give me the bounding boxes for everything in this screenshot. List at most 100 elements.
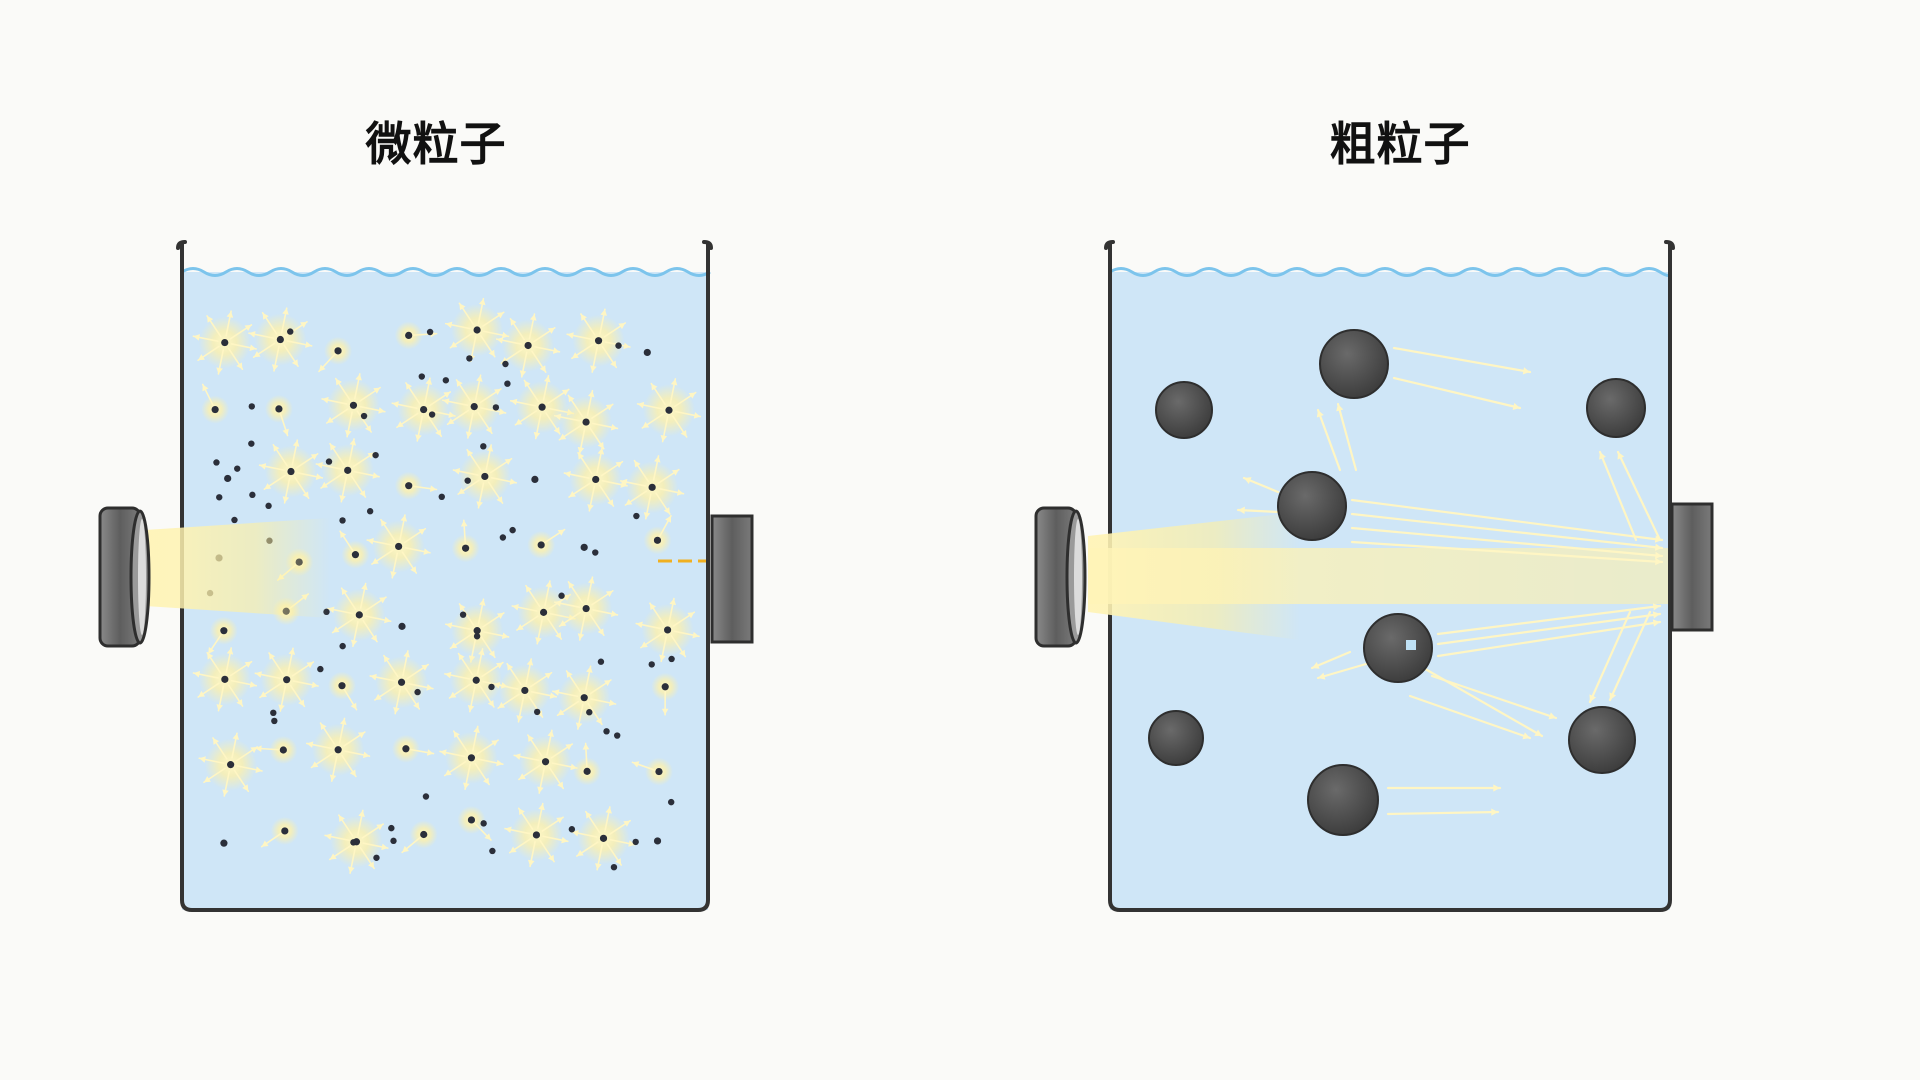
scatter-arrow bbox=[1310, 650, 1352, 670]
fine-particle bbox=[420, 405, 428, 414]
scatter-arrow bbox=[230, 679, 258, 688]
scatter-arrow bbox=[652, 455, 661, 482]
scatter-arrow bbox=[497, 693, 520, 709]
scatter-arrow bbox=[404, 687, 421, 710]
scatter-arrow bbox=[1392, 376, 1522, 411]
scatter-arrow bbox=[476, 648, 485, 675]
scatter-arrow bbox=[608, 819, 631, 836]
scatter-arrow bbox=[401, 833, 425, 854]
fine-particle bbox=[373, 854, 380, 861]
scatter-arrow bbox=[577, 428, 586, 455]
fine-particle bbox=[405, 482, 413, 490]
scatter-arrow bbox=[1350, 512, 1664, 551]
scatter-arrow bbox=[476, 739, 499, 755]
large-particle bbox=[1307, 764, 1379, 836]
fine-particle bbox=[366, 508, 374, 515]
fine-particle bbox=[633, 512, 640, 520]
scatter-arrow bbox=[1608, 610, 1652, 702]
scatter-arrow bbox=[321, 396, 348, 405]
scatter-arrow bbox=[476, 482, 485, 509]
scatter-arrow bbox=[357, 809, 365, 836]
scatter-arrow bbox=[345, 411, 353, 438]
fine-particle bbox=[287, 467, 295, 476]
scatter-arrow bbox=[655, 492, 671, 515]
scatter-arrow bbox=[344, 750, 371, 759]
fine-particle bbox=[610, 863, 618, 871]
fine-particle bbox=[279, 746, 287, 754]
scatter-arrow bbox=[528, 313, 537, 340]
scatter-arrow bbox=[296, 453, 319, 469]
fine-particle bbox=[426, 328, 434, 336]
scatter-arrow bbox=[339, 530, 357, 556]
scatter-arrow bbox=[550, 743, 574, 759]
scatter-arrow bbox=[1616, 450, 1662, 542]
scatter-arrow bbox=[1436, 603, 1662, 636]
scatter-arrow bbox=[487, 481, 504, 504]
scatter-arrow bbox=[334, 377, 351, 401]
scatter-arrow bbox=[449, 633, 473, 650]
scatter-arrow bbox=[1408, 694, 1532, 740]
scatter-arrow bbox=[489, 457, 513, 474]
scatter-arrow bbox=[371, 549, 394, 565]
fine-particle bbox=[603, 728, 610, 735]
scatter-arrow bbox=[229, 324, 253, 340]
scatter-arrow bbox=[576, 841, 599, 857]
scatter-arrow bbox=[445, 622, 472, 631]
fine-particle bbox=[480, 443, 487, 450]
scatter-arrow bbox=[229, 660, 253, 677]
fine-particle bbox=[213, 459, 220, 466]
fine-particle bbox=[211, 405, 219, 414]
fine-particles-layer bbox=[192, 297, 702, 874]
scatter-arrow bbox=[192, 670, 219, 679]
scatter-arrow bbox=[1316, 408, 1342, 472]
scatter-arrow bbox=[254, 745, 285, 752]
scatter-arrow bbox=[1350, 540, 1664, 566]
scatter-arrow bbox=[509, 317, 526, 341]
scatter-arrow bbox=[460, 519, 468, 550]
scatter-arrow bbox=[286, 340, 313, 348]
scatter-arrow bbox=[452, 468, 479, 476]
fine-particle bbox=[470, 402, 478, 411]
scatter-arrow bbox=[619, 478, 647, 487]
scatter-arrow bbox=[426, 414, 443, 438]
scatter-arrow bbox=[513, 753, 540, 762]
scatter-arrow bbox=[343, 731, 366, 747]
scatter-arrow bbox=[474, 374, 483, 401]
scatter-arrow bbox=[415, 415, 424, 442]
scatter-arrow bbox=[341, 684, 358, 711]
fine-particle bbox=[489, 847, 496, 855]
scatter-arrow bbox=[673, 630, 700, 639]
scatter-arrow bbox=[280, 307, 289, 334]
scatter-arrow bbox=[448, 683, 472, 699]
scatter-arrow bbox=[197, 345, 220, 362]
fine-particle bbox=[653, 536, 662, 544]
fine-particle bbox=[281, 827, 289, 835]
scatter-arrow bbox=[405, 747, 435, 756]
scatter-arrow bbox=[537, 802, 545, 829]
scatter-arrow bbox=[604, 806, 612, 833]
scatter-arrow bbox=[643, 493, 652, 520]
scatter-arrow bbox=[600, 460, 624, 477]
fine-particle bbox=[334, 746, 342, 754]
scatter-arrow bbox=[1386, 808, 1500, 816]
fine-particle bbox=[351, 551, 360, 559]
fine-particle bbox=[539, 608, 548, 616]
scatter-arrow bbox=[439, 749, 466, 758]
scatter-arrow bbox=[407, 682, 434, 691]
fine-particle bbox=[220, 839, 228, 847]
fine-light-beam bbox=[145, 518, 330, 618]
fine-particle bbox=[473, 627, 481, 635]
large-particle bbox=[1148, 710, 1204, 766]
scatter-arrow bbox=[198, 756, 225, 765]
fine-particle bbox=[275, 405, 283, 413]
scatter-arrow bbox=[567, 581, 584, 604]
scatter-arrow bbox=[465, 412, 474, 439]
scatter-arrow bbox=[259, 682, 282, 699]
fine-particle bbox=[665, 406, 673, 414]
scatter-arrow bbox=[537, 767, 545, 794]
scatter-arrow bbox=[341, 754, 357, 778]
fine-particle bbox=[398, 622, 406, 630]
scatter-arrow bbox=[480, 635, 496, 659]
scatter-arrow bbox=[592, 609, 619, 617]
